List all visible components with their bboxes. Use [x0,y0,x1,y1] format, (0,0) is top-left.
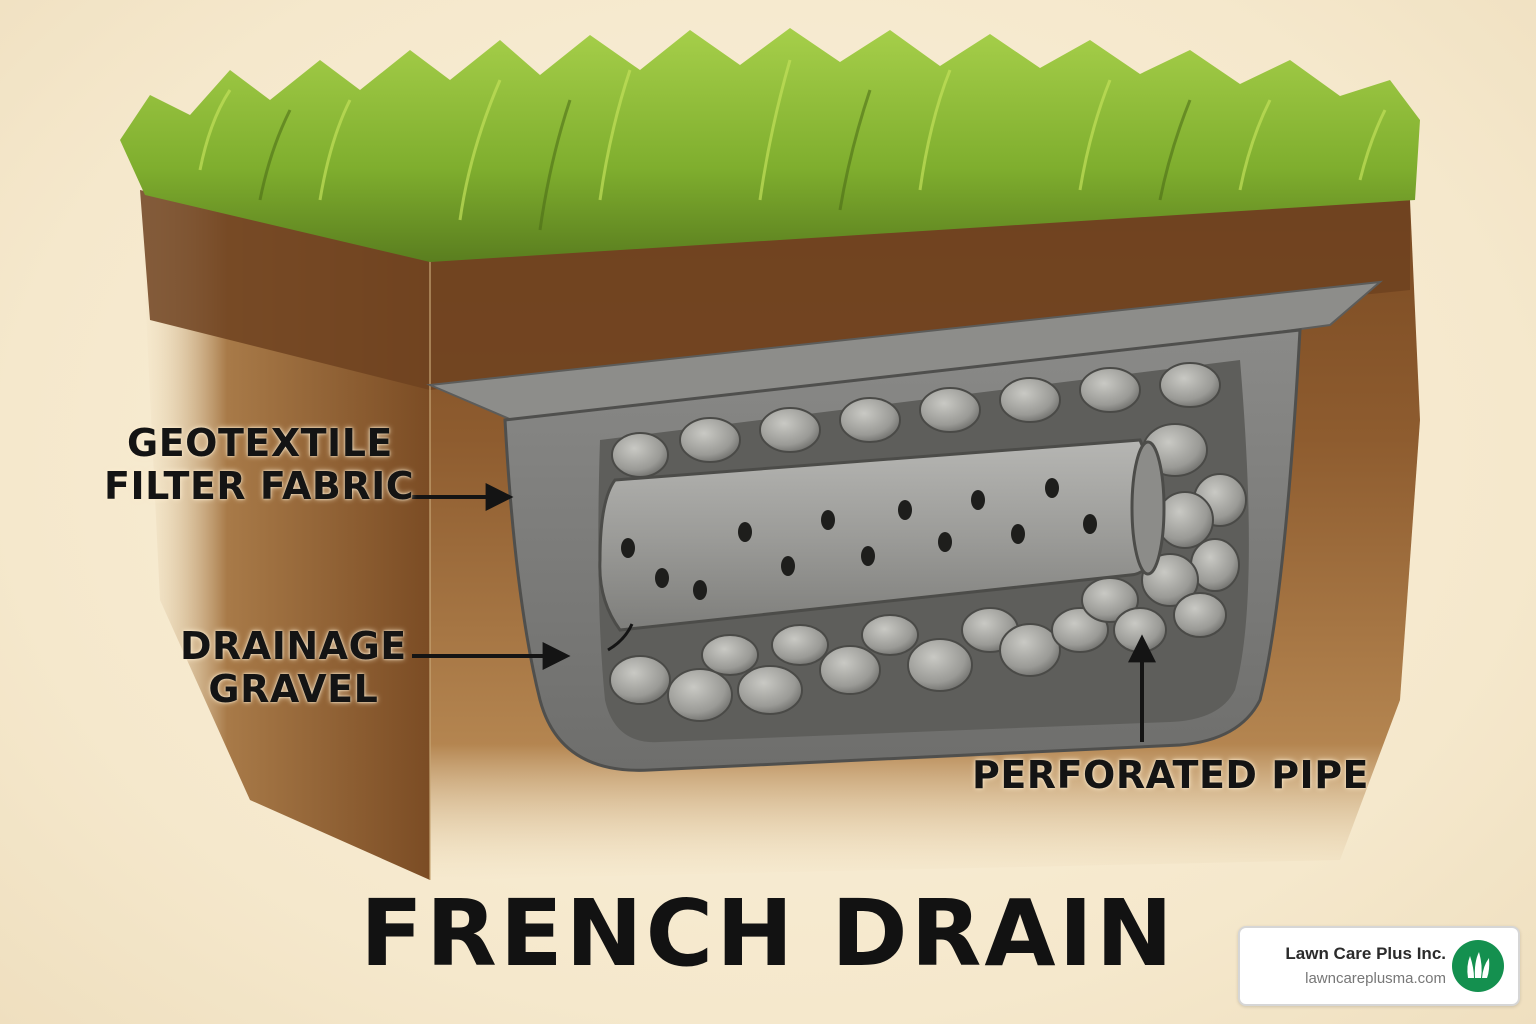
gravel-stone [907,638,973,692]
pipe-hole [655,568,669,588]
brand-name: Lawn Care Plus Inc. [1285,944,1446,963]
gravel-stone [1173,592,1227,638]
callout-arrows [412,483,1156,742]
pipe-hole [1045,478,1059,498]
pipe-hole [621,538,635,558]
gravel-stone [919,387,981,433]
gravel-stone [609,655,671,705]
soil-top-dark-band [140,190,1410,390]
pipe-hole [898,500,912,520]
gravel-stone [701,634,759,676]
gravel-label-line2: GRAVEL [208,666,379,711]
brand-card[interactable]: Lawn Care Plus Inc. lawncareplusma.com [1238,926,1520,1006]
perforated-pipe [598,438,1166,632]
grass-blades [198,59,1387,221]
pipe-hole [861,546,875,566]
grass-leaf-icon [1452,940,1504,992]
pipe-end [1130,440,1166,576]
gravel-label: DRAINAGE GRAVEL [180,625,407,710]
gravel-stone [999,623,1061,677]
pipe-hole [1011,524,1025,544]
pipe-hole [781,556,795,576]
gravel-stone [819,645,881,695]
pipe-holes [621,478,1097,600]
pipe-label: PERFORATED PIPE [972,753,1369,797]
gravel-stone [1159,362,1221,408]
gravel-stone [771,624,829,666]
gravel-stone [759,407,821,453]
gravel-stone [667,668,733,722]
pipe-hole [938,532,952,552]
pipe-hole [971,490,985,510]
gravel-stone [861,614,919,656]
gravel-stone [839,397,901,443]
brand-url[interactable]: lawncareplusma.com [1305,970,1446,987]
pipe-hole [738,522,752,542]
grass-layer [120,28,1420,262]
pipe-hole [821,510,835,530]
gravel-stone [999,377,1061,423]
geotextile-label-line1: GEOTEXTILE [127,421,393,465]
geotextile-label-line2: FILTER FABRIC [104,463,415,508]
gravel-pointer-curve [607,623,634,652]
drainage-gravel [609,362,1247,722]
fabric-top-flap [426,280,1384,434]
gravel-label-line1: DRAINAGE [180,624,407,668]
gravel-stone [1079,367,1141,413]
pipe-hole [693,580,707,600]
gravel-stone [737,665,803,715]
geotextile-label: GEOTEXTILE FILTER FABRIC [104,422,414,507]
pipe-hole [1083,514,1097,534]
gravel-stone [611,432,669,478]
gravel-stone [679,417,741,463]
diagram-title: FRENCH DRAIN [360,880,1176,987]
